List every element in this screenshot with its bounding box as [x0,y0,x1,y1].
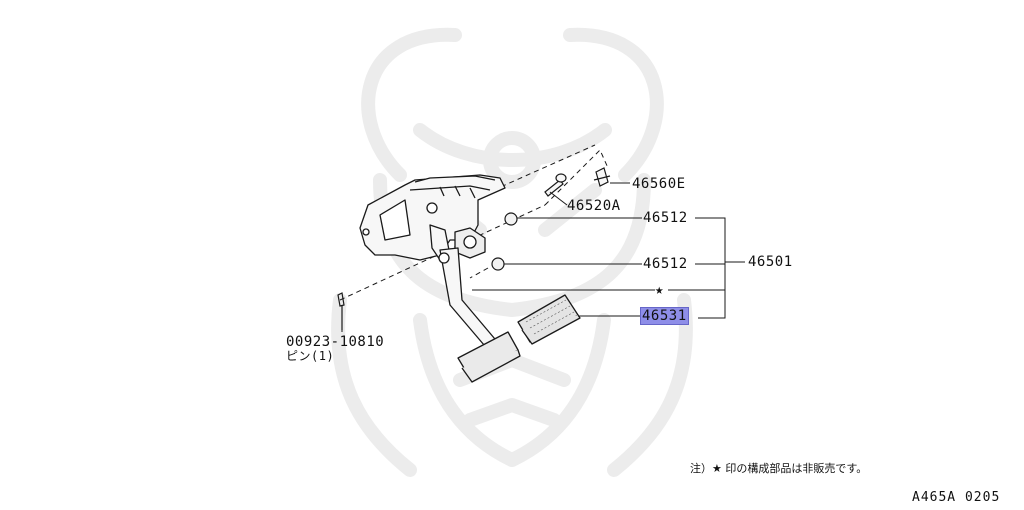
pedal-bracket [359,174,506,261]
part-label-46520a[interactable]: 46520A [567,198,621,214]
part-label-46501[interactable]: 46501 [748,254,793,270]
part-label-00923-10810[interactable]: 00923-10810 [286,334,385,350]
bolt-46520a [544,173,567,197]
footnote: 注）★ 印の構成部品は非販売です。 [690,462,868,475]
star-marker: ★ [655,282,664,298]
part-label-46512-lower[interactable]: 46512 [643,256,688,272]
part-sublabel-pin: ピン(1) [286,349,335,363]
bushings-46512 [491,212,518,271]
part-label-46531[interactable]: 46531 [640,307,689,325]
leader-lines [341,182,745,332]
figure-code: A465A 0205 [912,490,1001,505]
part-label-46560e[interactable]: 46560E [632,176,686,192]
clip-46560e [593,167,611,187]
pedal-pad [457,331,521,383]
part-label-46512-upper[interactable]: 46512 [643,210,688,226]
